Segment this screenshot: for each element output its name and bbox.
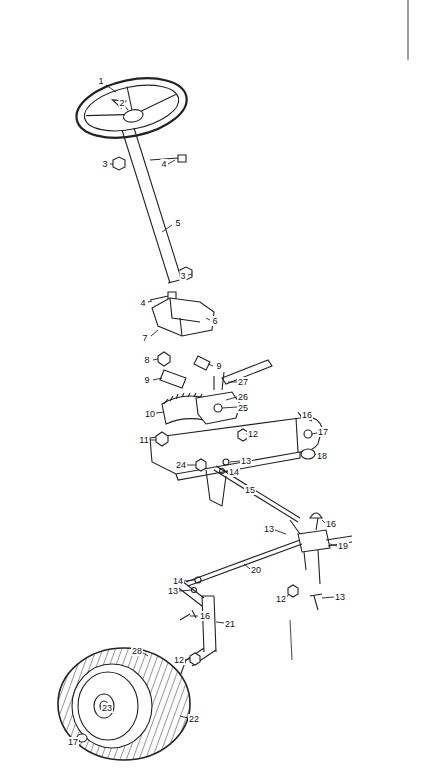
callout-number: 5	[174, 218, 181, 228]
callout-number: 20	[250, 565, 262, 575]
callout-number: 18	[316, 451, 328, 461]
callout-number: 9	[215, 361, 222, 371]
callout-number: 8	[143, 355, 150, 365]
callout-number: 22	[188, 714, 200, 724]
callout-number: 25	[237, 403, 249, 413]
callout-number: 16	[301, 410, 313, 420]
callout-number: 10	[144, 409, 156, 419]
callout-number: 14	[228, 467, 240, 477]
callout-number: 6	[211, 316, 218, 326]
callout-number: 19	[337, 541, 349, 551]
callout-number: 16	[199, 611, 211, 621]
callout-number: 11	[138, 435, 149, 445]
callout-number: 12	[173, 655, 185, 665]
callout-number: 1	[97, 76, 104, 86]
callout-number: 2	[118, 98, 125, 108]
callout-number: 13	[240, 456, 252, 466]
callout-number: 15	[244, 485, 256, 495]
callout-number: 24	[175, 460, 187, 470]
callout-number: 26	[237, 392, 249, 402]
callout-number: 12	[275, 594, 287, 604]
callout-number: 13	[263, 524, 275, 534]
callout-number: 14	[172, 576, 184, 586]
callout-number: 9	[143, 375, 150, 385]
callout-number: 21	[224, 619, 236, 629]
callout-number: 27	[237, 377, 249, 387]
callout-number: 4	[139, 298, 146, 308]
callout-number: 12	[247, 429, 259, 439]
callout-number: 16	[325, 519, 337, 529]
callout-number: 13	[334, 592, 346, 602]
callout-number: 7	[141, 333, 148, 343]
callout-number: 13	[167, 586, 179, 596]
callout-number: 4	[160, 159, 167, 169]
callout-number: 23	[101, 703, 113, 713]
callout-number: 3	[101, 159, 108, 169]
callout-number: 17	[317, 427, 329, 437]
callout-number: 17	[67, 737, 79, 747]
callout-number: 3	[179, 271, 186, 281]
callout-number: 28	[131, 646, 143, 656]
